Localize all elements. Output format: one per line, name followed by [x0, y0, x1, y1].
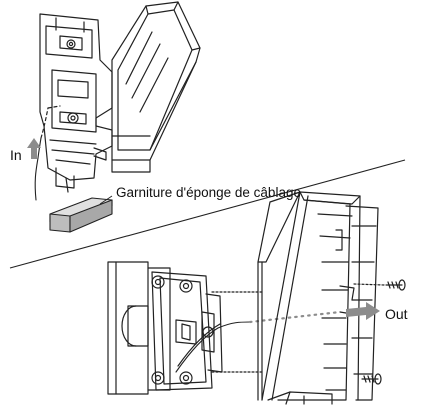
back-plate-open [39, 13, 113, 193]
wiring-sponge [49, 197, 113, 233]
screw-top-icon [385, 279, 406, 291]
screw-bottom-icon [361, 373, 382, 385]
section-divider [9, 159, 406, 269]
label-in: In [10, 147, 22, 163]
label-out: Out [385, 306, 408, 322]
label-wiring-sponge: Garniture d'éponge de câblage [116, 185, 301, 200]
cable-in [34, 137, 42, 201]
front-cover-open [111, 1, 201, 173]
cable-through [175, 321, 251, 373]
in-arrow-icon [27, 138, 41, 159]
detector-side [257, 191, 379, 405]
out-arrow-icon [346, 302, 380, 320]
